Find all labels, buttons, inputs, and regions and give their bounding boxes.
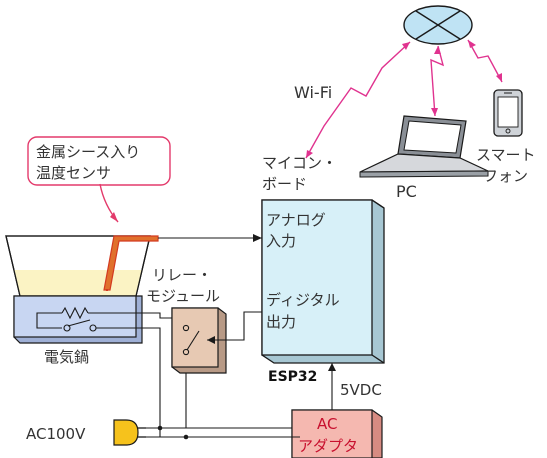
sensor-callout	[27, 136, 171, 223]
sensor-label-line2: 温度センサ	[36, 164, 111, 182]
relay-module	[171, 307, 227, 374]
analog-input-label-line2: 入力	[266, 232, 296, 250]
heater-resistor-icon	[36, 306, 126, 332]
five-vdc-label: 5VDC	[340, 381, 382, 399]
laptop-icon	[359, 115, 489, 178]
ac-plug-icon	[113, 419, 146, 446]
smartphone-icon	[493, 89, 523, 137]
pc-link	[430, 45, 445, 117]
heater-base	[13, 295, 143, 344]
adapter-label-line2: アダプタ	[298, 437, 358, 455]
mcu-label-line2: ボード	[262, 175, 307, 193]
analog-input-label-line1: アナログ	[266, 211, 326, 229]
wiring	[126, 237, 333, 438]
wireless-links	[305, 39, 503, 159]
router-icon	[403, 5, 473, 45]
wifi-link	[305, 41, 411, 159]
pc-label: PC	[396, 182, 417, 201]
digital-output-label-line2: 出力	[266, 313, 296, 331]
ac100v-label: AC100V	[26, 425, 86, 443]
relay-label-line1: リレー・	[152, 266, 212, 284]
mcu-label-line1: マイコン・	[262, 154, 337, 172]
pot-label: 電気鍋	[44, 348, 89, 366]
mcu-board	[261, 199, 385, 364]
smartphone-label-line1: スマート	[476, 146, 536, 164]
sensor-label-line1: 金属シース入り	[36, 143, 140, 161]
wifi-label: Wi-Fi	[294, 83, 332, 102]
wire-junctions	[157, 425, 189, 440]
digital-output-label-line1: ディジタル	[266, 291, 340, 309]
ac-adapter	[291, 409, 383, 458]
relay-label-line2: モジュール	[146, 287, 220, 305]
switch-icon	[182, 324, 200, 356]
pot	[5, 235, 151, 297]
smartphone-link	[467, 39, 503, 83]
smartphone-label-line2: フォン	[483, 167, 528, 185]
esp32-label: ESP32	[268, 369, 317, 385]
adapter-label-line1: AC	[317, 415, 337, 433]
temperature-sensor	[103, 235, 159, 291]
wire-arrows	[207, 234, 336, 371]
